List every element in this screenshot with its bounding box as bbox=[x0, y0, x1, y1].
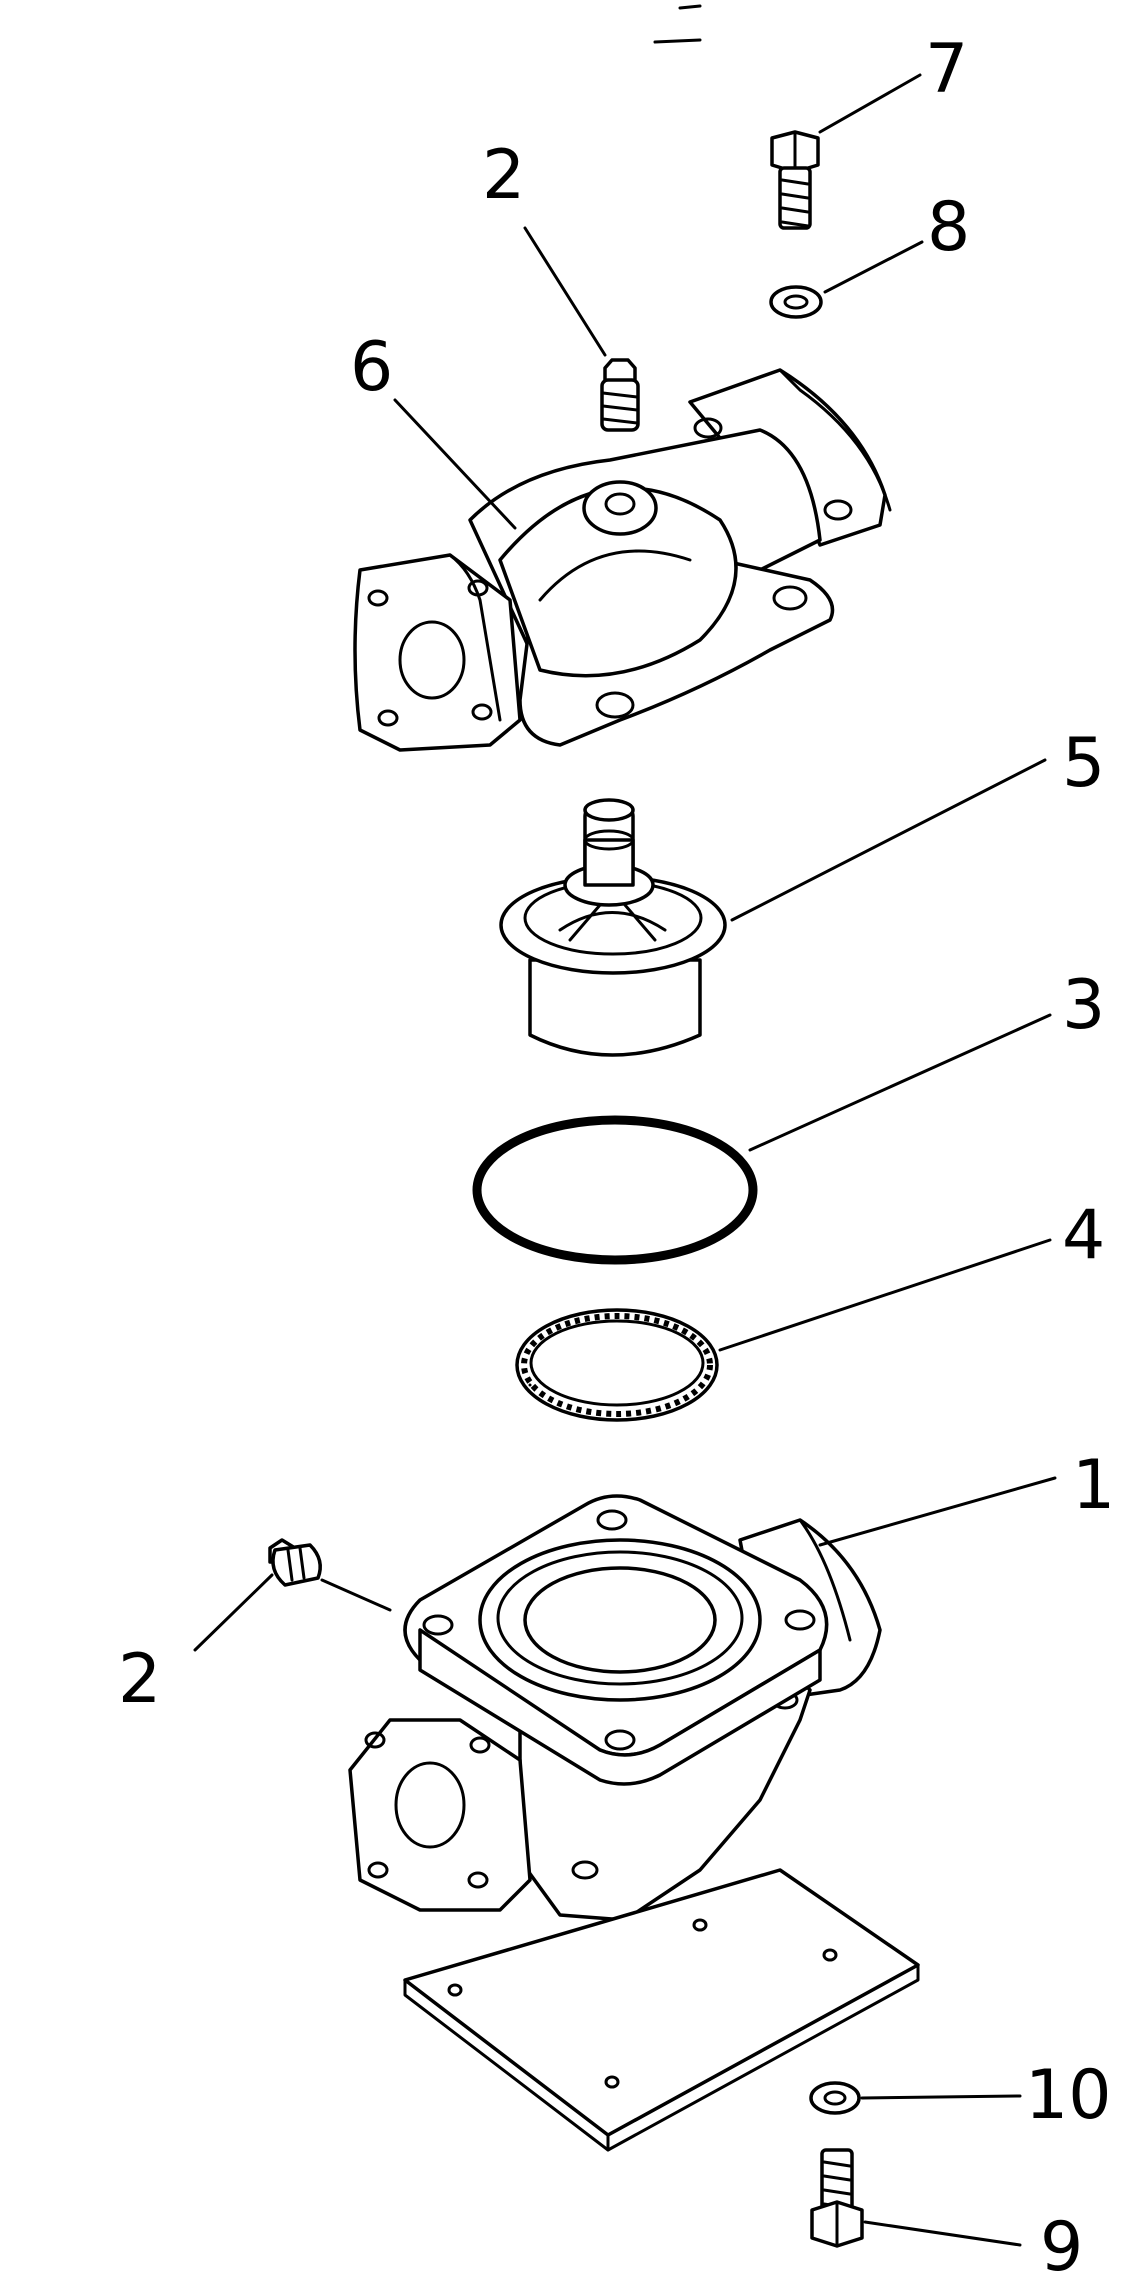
callout-label-8: 8 bbox=[927, 188, 970, 267]
part-8-washer[interactable] bbox=[769, 285, 823, 319]
callout-6: 6 bbox=[350, 328, 517, 530]
callout-label-6: 6 bbox=[350, 328, 393, 407]
callout-label-2-upper: 2 bbox=[482, 136, 525, 215]
gasket-plate[interactable] bbox=[403, 1868, 920, 2152]
callout-7: 7 bbox=[818, 30, 968, 134]
callout-label-3: 3 bbox=[1062, 966, 1105, 1045]
callout-9: 9 bbox=[863, 2208, 1083, 2284]
callout-10: 10 bbox=[860, 2056, 1112, 2135]
part-10-washer[interactable] bbox=[809, 2081, 861, 2115]
callout-label-7: 7 bbox=[925, 30, 968, 109]
part-2-plug-upper[interactable] bbox=[600, 358, 640, 432]
callout-2-lower: 2 bbox=[118, 1573, 392, 1719]
part-7-bolt[interactable] bbox=[770, 130, 820, 230]
callout-8: 8 bbox=[823, 188, 970, 294]
part-5-thermostat[interactable] bbox=[499, 798, 727, 1057]
callout-label-9: 9 bbox=[1040, 2208, 1083, 2284]
part-9-bolt[interactable] bbox=[810, 2148, 864, 2248]
callout-3: 3 bbox=[748, 966, 1105, 1152]
callout-label-2-lower: 2 bbox=[118, 1640, 161, 1719]
callout-label-10: 10 bbox=[1025, 2056, 1112, 2135]
callout-5: 5 bbox=[730, 724, 1105, 922]
stray-marks bbox=[653, 4, 702, 44]
callout-1: 1 bbox=[818, 1446, 1115, 1547]
part-1-housing-body[interactable] bbox=[348, 1494, 882, 1922]
callout-label-1: 1 bbox=[1072, 1446, 1115, 1525]
part-6-housing-cover[interactable] bbox=[353, 368, 892, 752]
callout-2-upper: 2 bbox=[482, 136, 607, 357]
part-3-o-ring[interactable] bbox=[472, 1115, 758, 1265]
callout-4: 4 bbox=[718, 1196, 1105, 1352]
part-4-seal-ring[interactable] bbox=[515, 1308, 719, 1422]
callout-label-5: 5 bbox=[1062, 724, 1105, 803]
part-2-plug-lower[interactable] bbox=[268, 1538, 322, 1587]
callout-label-4: 4 bbox=[1062, 1196, 1105, 1275]
